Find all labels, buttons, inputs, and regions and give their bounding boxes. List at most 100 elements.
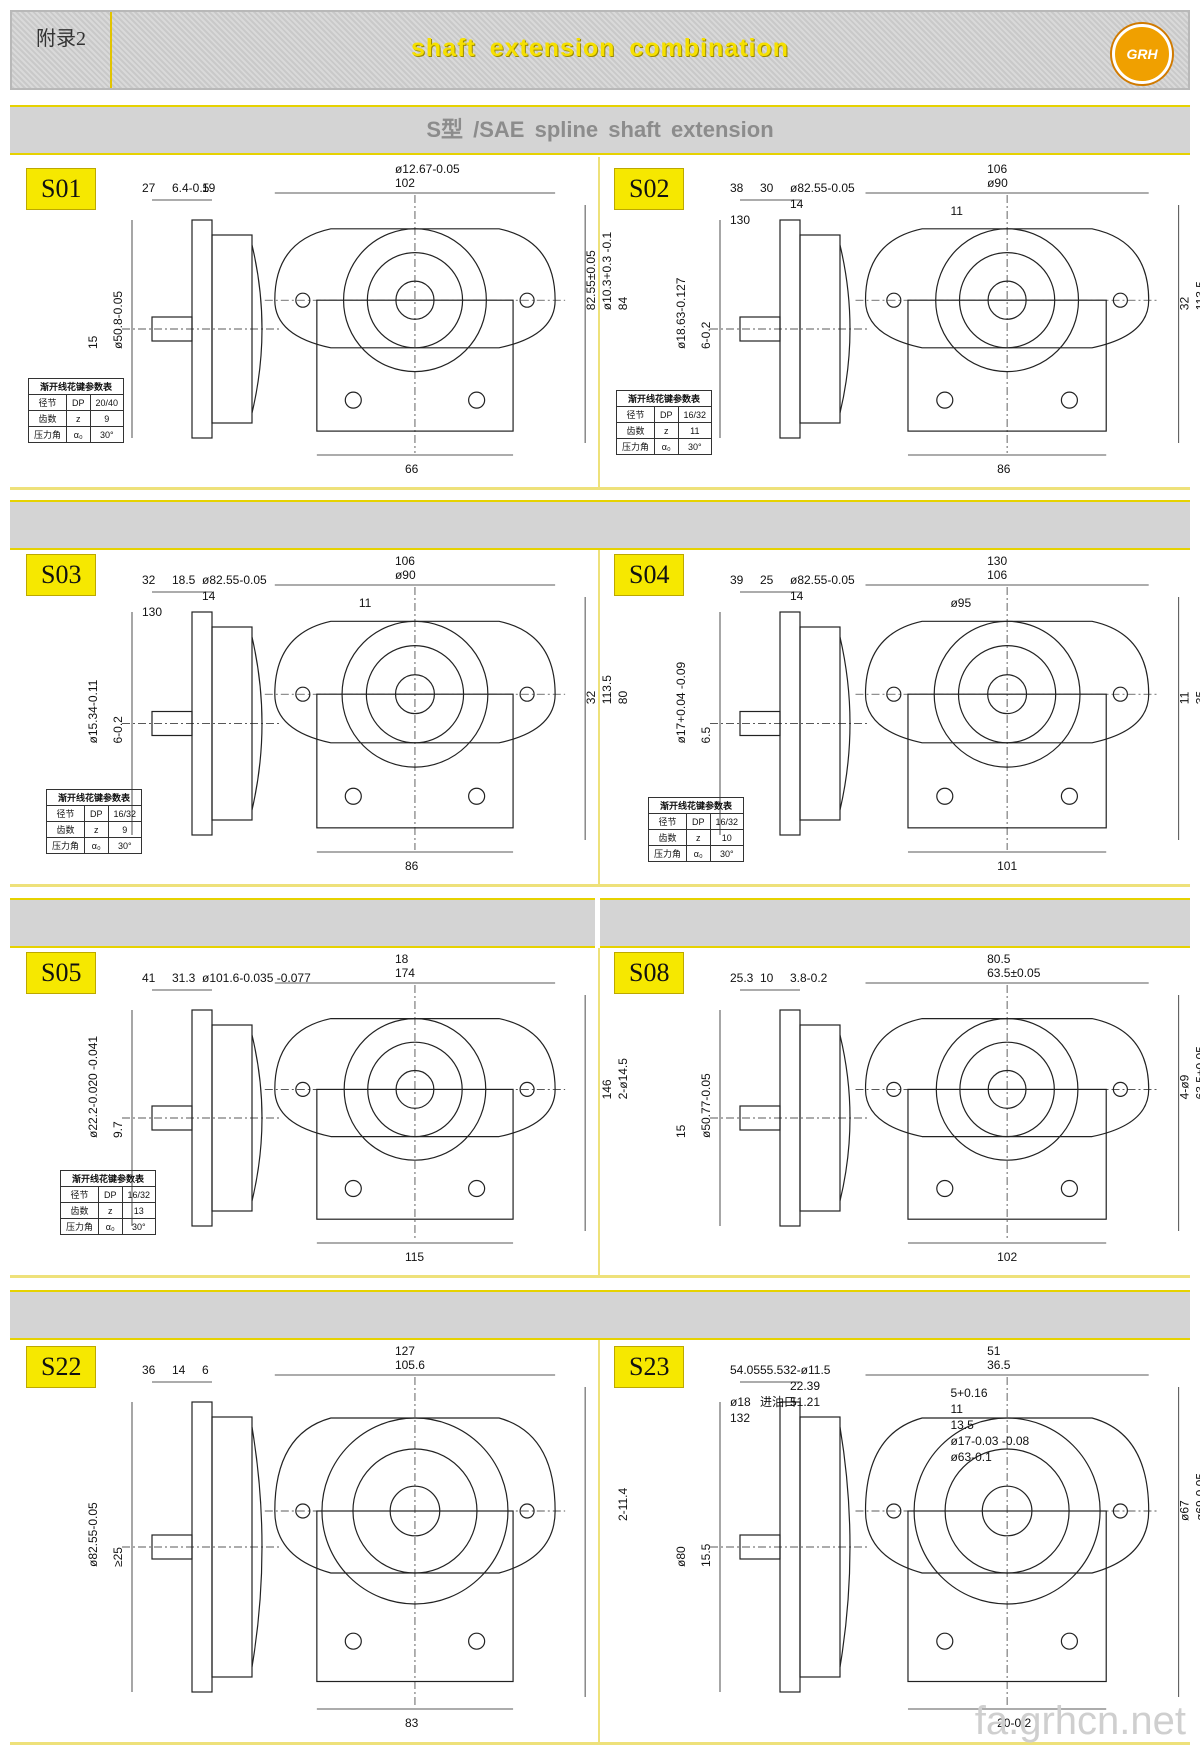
spec-label: 齿数 [647,829,688,846]
section-band [600,898,1190,948]
dimension-label: 22.39 [790,1379,820,1393]
dimension-label: ø69-0.05 [1194,1473,1200,1521]
row-4 [10,1340,1190,1745]
dimension-label: 36.5 [987,1358,1011,1372]
bolt-hole [936,1632,954,1650]
spec-label: 压力角 [27,426,68,443]
spec-label: DP [84,805,109,822]
dimension-label: 2-ø11.5 [790,1363,831,1377]
dimension-label: 18.5 [172,573,196,587]
drawing-tag: S08 [614,952,685,994]
dimension-label: ø95 [950,596,971,610]
bolt-hole [1060,787,1079,805]
dimension-label: 41 [142,971,156,985]
drawing-lines [710,584,1180,853]
spec-label: DP [98,1186,123,1203]
dimension-label: 11 [359,596,372,610]
spec-label: DP [66,394,91,411]
section-title: S型 /SAE spline shaft extension [426,117,774,142]
watermark: fa.grhcn.net [974,1699,1186,1743]
dimension-label: ø82.55-0.05 [790,573,855,587]
dimension-label: 113.5 [1194,281,1200,310]
drawing-tag: S04 [614,554,685,596]
spec-label: α₀ [686,845,711,862]
spec-label: 径节 [59,1186,100,1203]
spec-label: 径节 [45,805,86,822]
bolt-hole [468,1179,486,1198]
spec-value: 20/40 [89,394,125,411]
drawing-tag: S01 [26,168,97,210]
dimension-label: 35 [1194,691,1200,705]
spec-label: 压力角 [615,438,656,455]
dimension-label: ø82.55-0.05 [790,181,855,195]
spec-label: 径节 [647,813,688,830]
dimension-label: ø12.67-0.05 [395,162,460,176]
row-divider [598,948,600,1278]
dimension-label: 83 [405,1716,419,1730]
dimension-label: 174 [395,966,415,980]
spec-table-title: 渐开线花键参数表 [59,1170,157,1187]
spec-value: 13 [121,1202,157,1219]
spec-value: 30° [107,837,143,854]
bolt-hole [1060,391,1079,409]
bolt-hole [468,391,486,409]
dimension-label: 32 [142,573,156,587]
dimension-label: 11 [950,204,963,218]
spec-label: 径节 [615,406,656,423]
dimension-label: 13.5 [950,1418,974,1432]
dimension-label: 25.3 [730,971,754,985]
dimension-label: 146 [600,1079,614,1099]
dimension-label: 63.5±0.05 [1194,1046,1200,1100]
dimension-label: 6.5 [699,726,713,743]
bolt-hole [1060,1179,1079,1198]
dimension-label: 106 [987,162,1007,176]
dimension-label: 38 [730,181,744,195]
spec-label: z [98,1202,123,1219]
dimension-label: 5+0.16 [950,1386,987,1400]
dimension-label: ø18 [730,1395,751,1409]
dimension-label: 86 [997,462,1011,476]
mount-hole [519,292,535,308]
dimension-label: 15 [674,1124,688,1138]
spec-label: DP [686,813,711,830]
spec-table-title: 渐开线花键参数表 [647,797,745,814]
dimension-label: 106 [987,568,1007,582]
dimension-label: 86 [405,859,419,873]
dimension-label: 105.6 [395,1358,425,1372]
dimension-label: 15.5 [699,1543,713,1567]
header-bar: 附录2 shaft extension combination GRH [10,10,1190,90]
drawing-lines [122,982,586,1244]
spec-value: 30° [709,845,745,862]
dimension-label: ø22.2-0.020 -0.041 [86,1036,100,1138]
spec-label: α₀ [98,1218,123,1235]
dimension-label: ø82.55-0.05 [86,1502,100,1567]
spec-value: 16/32 [107,805,143,822]
dimension-label: 84 [616,297,630,311]
spec-value: 16/32 [121,1186,157,1203]
front-flange [274,1417,556,1574]
dimension-label: ø17-0.03 -0.08 [950,1434,1029,1448]
logo-text: GRH [1126,46,1158,62]
row-1 [10,157,1190,490]
dimension-label: 51.21 [790,1395,820,1409]
section-band [10,898,595,948]
spec-value: 9 [89,410,125,427]
front-flange [864,1417,1150,1574]
bolt-hole [936,787,954,805]
bolt-hole [936,391,954,409]
dimension-label: 15 [86,335,100,349]
dimension-label: 80 [616,691,630,705]
spec-table-title: 渐开线花键参数表 [45,789,143,806]
spec-label: α₀ [84,837,109,854]
dimension-label: 55.53 [760,1363,790,1377]
bolt-hole [936,1179,954,1198]
mount-hole [886,1081,902,1097]
dimension-label: 9.7 [111,1121,125,1138]
